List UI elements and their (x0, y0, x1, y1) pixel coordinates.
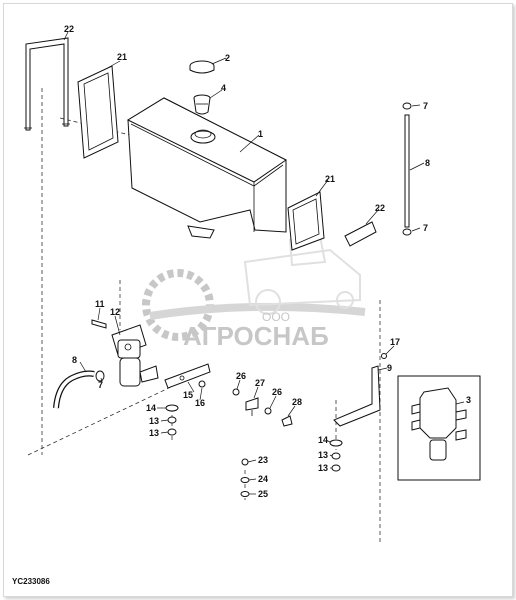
part-21-pad-left (77, 65, 119, 159)
part-22-strap-right (344, 221, 377, 247)
callout-22: 22 (375, 203, 385, 213)
callout-11: 11 (95, 299, 105, 309)
part-16-bracket (164, 363, 211, 389)
callout-26: 26 (272, 387, 282, 397)
callout-labels: 22 21 2 4 1 7 8 7 21 22 11 12 8 7 15 16 … (64, 24, 471, 499)
callout-12: 12 (110, 307, 120, 317)
watermark-brand-text: АГРОСНАБ (183, 321, 329, 351)
callout-8: 8 (72, 355, 77, 365)
callout-7: 7 (423, 223, 428, 233)
callout-27: 27 (255, 378, 265, 388)
callout-14: 14 (318, 435, 328, 445)
callout-17: 17 (390, 337, 400, 347)
callout-13: 13 (318, 450, 328, 460)
callout-3: 3 (466, 395, 471, 405)
callout-2: 2 (225, 53, 230, 63)
callout-9: 9 (387, 363, 392, 373)
callout-15: 15 (183, 390, 193, 400)
callout-7: 7 (98, 380, 103, 390)
callout-8: 8 (425, 158, 430, 168)
callout-14: 14 (146, 403, 156, 413)
leader-lines (63, 31, 465, 495)
callout-7: 7 (423, 101, 428, 111)
part-23-24-25-hardware (240, 458, 250, 497)
part-26-27-28-fittings (232, 388, 293, 427)
part-4-strainer (193, 94, 211, 115)
part-2-fuel-cap (189, 60, 215, 74)
reference-code: YC233086 (12, 577, 50, 586)
part-8-rod-right (402, 102, 412, 236)
callout-4: 4 (221, 83, 226, 93)
callout-28: 28 (292, 397, 302, 407)
watermark-logo: ООО АГРОСНАБ (142, 234, 366, 351)
callout-1: 1 (258, 129, 263, 139)
callout-13: 13 (149, 428, 159, 438)
callout-26: 26 (236, 371, 246, 381)
callout-21: 21 (117, 52, 127, 62)
callout-13: 13 (318, 463, 328, 473)
callout-23: 23 (258, 455, 268, 465)
part-9-bracket-right (333, 353, 387, 427)
part-12-fuel-filter (91, 319, 159, 387)
part-13-14-hardware-right (329, 439, 343, 472)
watermark-small-text: ООО (262, 310, 290, 324)
callout-22: 22 (64, 24, 74, 34)
callout-13: 13 (149, 416, 159, 426)
callout-25: 25 (258, 489, 268, 499)
part-8-fuel-hose (53, 370, 105, 409)
part-21-pad-right (287, 191, 325, 251)
part-3-detail-box (397, 375, 481, 481)
callout-21: 21 (325, 174, 335, 184)
callout-24: 24 (258, 474, 268, 484)
part-1-fuel-tank (126, 97, 287, 239)
part-22-strap-left (24, 37, 70, 131)
callout-16: 16 (195, 398, 205, 408)
